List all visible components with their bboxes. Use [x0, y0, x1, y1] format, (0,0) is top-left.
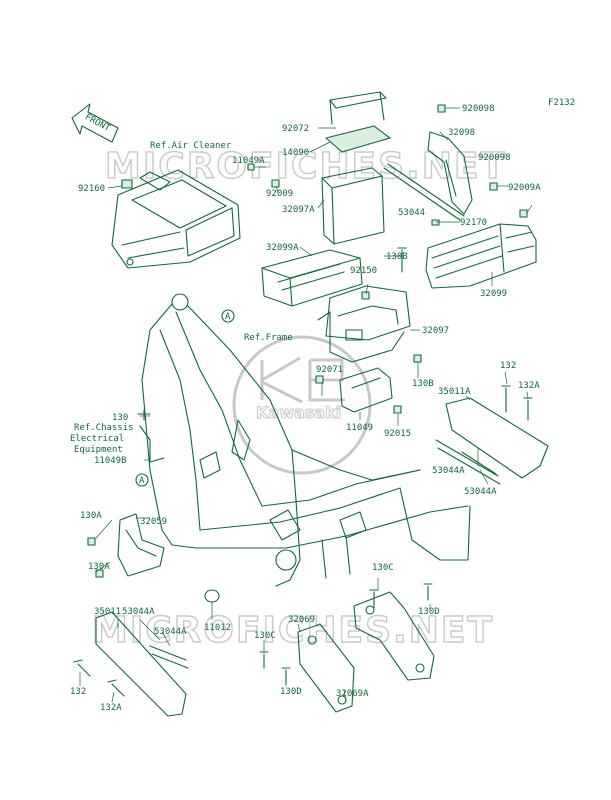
bracket-32069a: [353, 591, 435, 681]
label-130a-bottom: 130A: [88, 562, 110, 572]
ref-chassis-line1: Ref.Chassis: [74, 423, 134, 433]
svg-text:MICROFICHES.NET: MICROFICHES.NET: [105, 146, 507, 187]
label-92160: 92160: [78, 184, 105, 194]
part-number-labels: 920098 92072 32098 14090 920098 11049A 9…: [70, 104, 541, 713]
label-92015: 92015: [384, 429, 411, 439]
tray-bracket: [339, 367, 393, 413]
label-92009a: 92009A: [508, 183, 541, 193]
bracket-11049b: [139, 425, 165, 463]
label-132-left: 132: [70, 687, 86, 697]
ref-chassis-line3: Equipment: [74, 445, 123, 455]
label-130b-bottom: 130B: [412, 379, 434, 389]
frame: [141, 293, 471, 587]
label-92009b-mid: 920098: [478, 153, 511, 163]
ref-frame: Ref.Frame: [244, 333, 293, 343]
label-35011: 35011: [94, 607, 121, 617]
label-130a-top: 130A: [80, 511, 102, 521]
part-92160: [121, 179, 133, 189]
label-130c-left: 130C: [254, 631, 276, 641]
label-32097a: 32097A: [282, 205, 315, 215]
label-92009: 92009: [266, 189, 293, 199]
label-53044a-right-1: 53044A: [432, 466, 465, 476]
label-132a-right: 132A: [518, 381, 540, 391]
label-132a-left: 132A: [100, 703, 122, 713]
kawasaki-logo-watermark: Kawasaki: [232, 335, 372, 475]
air-cleaner-housing: [111, 169, 241, 269]
grommet-11012: [204, 589, 220, 603]
watermark-bottom: MICROFICHES.NET: [91, 609, 494, 651]
label-11049a: 11049A: [232, 156, 265, 166]
label-32059: 32059: [140, 517, 167, 527]
callout-a-bottom: A: [135, 473, 149, 487]
label-130b-top: 130B: [386, 252, 408, 262]
battery-case-lower: [261, 249, 363, 307]
label-32098: 32098: [448, 128, 475, 138]
ref-air-cleaner: Ref.Air Cleaner: [150, 141, 232, 151]
bolt-icons: [73, 104, 533, 697]
side-cover: [425, 223, 537, 289]
svg-text:FRONT: FRONT: [83, 112, 112, 134]
battery-pad: [325, 125, 391, 153]
label-11012: 11012: [204, 623, 231, 633]
label-130d-left: 130D: [280, 687, 302, 697]
label-92170: 92170: [460, 218, 487, 228]
svg-text:A: A: [139, 476, 145, 486]
label-130d-right: 130D: [418, 607, 440, 617]
svg-text:A: A: [225, 312, 231, 322]
label-53044a-right-2: 53044A: [464, 487, 497, 497]
label-14090: 14090: [282, 148, 309, 158]
watermark-top: MICROFICHES.NET: [104, 145, 507, 187]
label-32097: 32097: [422, 326, 449, 336]
battery-tray: [317, 285, 411, 363]
label-11049b: 11049B: [94, 456, 127, 466]
svg-text:Kawasaki: Kawasaki: [256, 403, 341, 422]
label-92072: 92072: [282, 124, 309, 134]
rubber-strip: [383, 163, 465, 221]
label-32069: 32069: [288, 615, 315, 625]
label-92071: 92071: [316, 365, 343, 375]
figure-code: F2132: [548, 98, 575, 108]
footrest-bracket-left: [95, 611, 189, 717]
label-130: 130: [112, 413, 128, 423]
leader-lines: [79, 107, 533, 703]
ref-chassis-line2: Electrical: [70, 434, 124, 444]
label-132-right: 132: [500, 361, 516, 371]
cover-bracket: [427, 131, 473, 215]
label-32099a: 32099A: [266, 243, 299, 253]
label-92009b-top: 920098: [462, 104, 495, 114]
callout-a-top: A: [221, 309, 235, 323]
front-arrow-icon: FRONT: [71, 103, 119, 143]
label-53044a-left-2: 53044A: [154, 627, 187, 637]
label-32099: 32099: [480, 289, 507, 299]
label-53044: 53044: [398, 208, 425, 218]
battery-strap: [329, 91, 387, 125]
label-35011a: 35011A: [438, 387, 471, 397]
label-130c-right: 130C: [372, 563, 394, 573]
label-92150: 92150: [350, 266, 377, 276]
footrest-bracket-right: [435, 397, 549, 485]
label-53044a-left-1: 53044A: [122, 607, 155, 617]
label-11049: 11049: [346, 423, 373, 433]
svg-text:MICROFICHES.NET: MICROFICHES.NET: [92, 610, 494, 651]
label-32069a: 32069A: [336, 689, 369, 699]
battery: [321, 167, 385, 245]
